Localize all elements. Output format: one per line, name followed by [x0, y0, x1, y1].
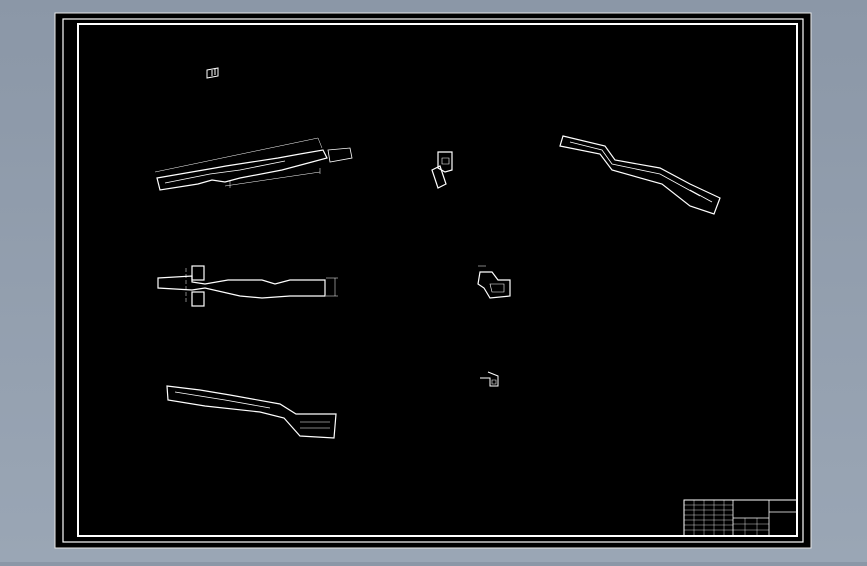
dimension-line	[326, 277, 338, 297]
part-inner-line	[174, 391, 271, 409]
view-detail-small	[480, 371, 499, 387]
title-block-dividers	[732, 500, 797, 536]
clamp-block-bottom	[191, 291, 205, 307]
part-inner-line	[569, 141, 701, 197]
sheet-paper	[54, 12, 812, 549]
clip-body	[437, 151, 453, 173]
title-block-frame	[683, 499, 798, 537]
title-block-grid	[684, 500, 769, 536]
part-inner-line	[164, 160, 286, 184]
drawing-sheet	[54, 12, 812, 549]
title-block	[683, 499, 798, 537]
part-detail	[491, 379, 497, 385]
view-detail-clip	[431, 151, 453, 189]
dimension-line-bottom	[224, 168, 321, 188]
dimension-line	[154, 137, 323, 173]
clip-window	[441, 157, 450, 165]
end-detail	[327, 147, 353, 163]
part-inner-line	[489, 283, 505, 293]
part-outline	[477, 271, 511, 299]
view-iso	[559, 135, 721, 215]
view-side	[157, 265, 338, 307]
outer-border	[62, 18, 804, 543]
view-detail-top-left	[206, 67, 219, 79]
part-outline	[166, 385, 337, 439]
view-detail-center	[477, 265, 511, 299]
part-outline	[559, 135, 721, 215]
inner-border	[77, 23, 798, 537]
part-outline	[157, 275, 326, 299]
part-edge	[689, 189, 713, 203]
view-main	[154, 137, 353, 191]
clamp-block-top	[191, 265, 205, 281]
view-lower	[166, 385, 337, 439]
clip-foot	[431, 165, 447, 189]
part-outline	[480, 371, 499, 387]
detail-part-outline	[206, 67, 219, 79]
part-outline	[156, 149, 328, 191]
end-hatching	[300, 421, 330, 429]
